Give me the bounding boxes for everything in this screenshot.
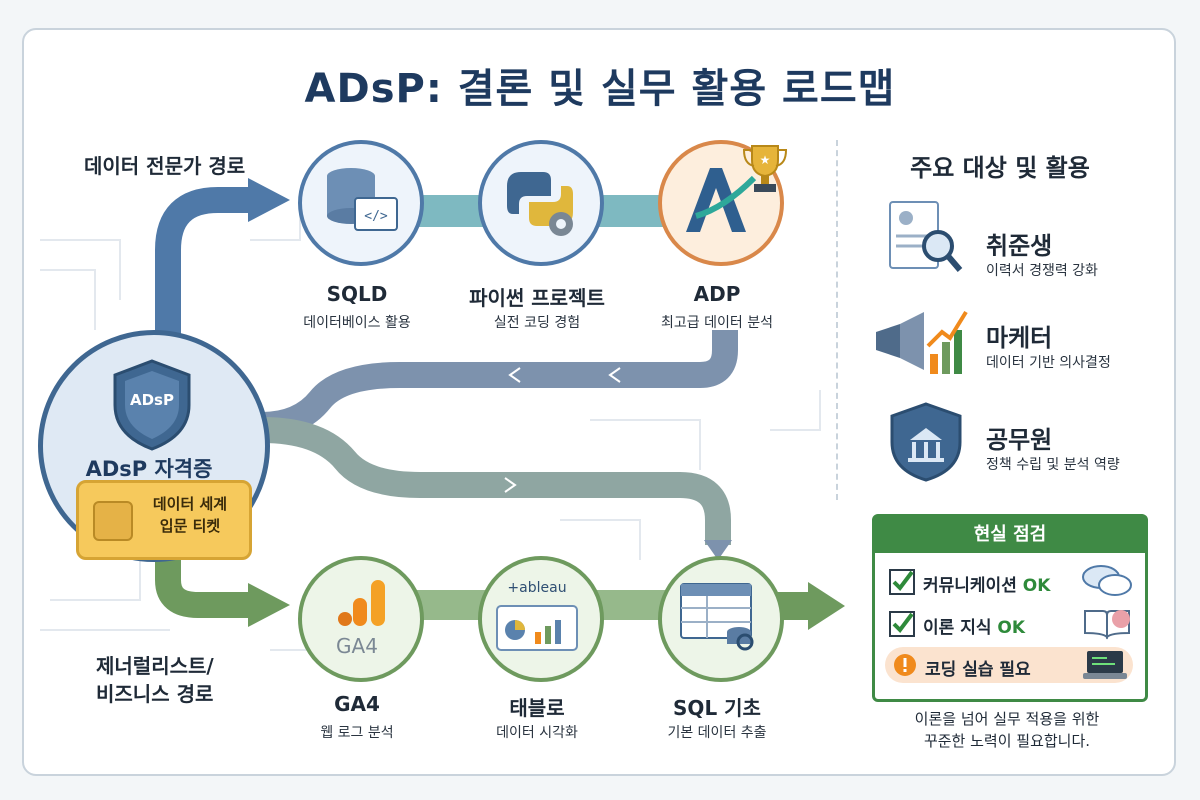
node-adp bbox=[658, 140, 784, 266]
resume-search-icon bbox=[889, 201, 963, 272]
database-code-icon: </> bbox=[327, 168, 398, 231]
entry-ticket: 데이터 세계 입문 티켓 bbox=[76, 480, 252, 560]
return-path bbox=[261, 330, 738, 438]
expert-path-label: 데이터 전문가 경로 bbox=[84, 154, 246, 178]
generalist-path-label-line1: 제너럴리스트/ bbox=[96, 654, 214, 678]
ticket-line-2: 입문 티켓 bbox=[159, 517, 221, 535]
node-title-sql-basics: SQL 기초 bbox=[673, 696, 761, 720]
node-tableau: +ableau bbox=[478, 556, 604, 682]
svg-text:★: ★ bbox=[760, 153, 771, 167]
adsp-title: ADsP 자격증 bbox=[85, 457, 213, 481]
sidebar-heading: 주요 대상 및 활용 bbox=[910, 154, 1090, 182]
audience-title-jobseeker: 취준생 bbox=[986, 232, 1053, 260]
chip-icon bbox=[93, 501, 133, 541]
check-item-communication: 커뮤니케이션 OK bbox=[923, 571, 1050, 596]
reality-check-panel: 현실 점검 커뮤니케이션 OK 이론 지식 OK 코딩 실습 필요 bbox=[872, 514, 1148, 702]
svg-text:</>: </> bbox=[364, 209, 388, 224]
node-sub-sqld: 데이터베이스 활용 bbox=[303, 315, 411, 331]
check-item-status: OK bbox=[1022, 576, 1051, 596]
node-sub-tableau: 데이터 시각화 bbox=[496, 725, 578, 741]
check-item-label: 커뮤니케이션 bbox=[923, 576, 1017, 596]
book-brain-icon bbox=[1084, 610, 1130, 640]
split-path bbox=[261, 417, 731, 545]
closing-line-2: 꾸준한 노력이 필요합니다. bbox=[923, 732, 1091, 750]
ticket-line-1: 데이터 세계 bbox=[152, 495, 228, 513]
node-sub-ga4: 웹 로그 분석 bbox=[320, 725, 394, 741]
python-gear-icon bbox=[507, 172, 573, 236]
check-item-theory: 이론 지식 OK bbox=[923, 613, 1025, 638]
government-shield-icon bbox=[890, 402, 962, 482]
audience-title-marketer: 마케터 bbox=[986, 324, 1053, 352]
warning-icon bbox=[894, 654, 916, 676]
chat-bubbles-icon bbox=[1082, 565, 1132, 596]
audience-sub-jobseeker: 이력서 경쟁력 강화 bbox=[986, 263, 1098, 279]
page-title: ADsP: 결론 및 실무 활용 로드맵 bbox=[304, 66, 896, 112]
audience-title-public-servant: 공무원 bbox=[986, 426, 1053, 454]
closing-line-1: 이론을 넘어 실무 적용을 위한 bbox=[914, 710, 1100, 728]
check-item-coding: 코딩 실습 필요 bbox=[925, 660, 1031, 680]
shield-badge-text: ADsP bbox=[130, 391, 174, 409]
laptop-code-icon bbox=[1083, 651, 1127, 679]
check-item-label: 이론 지식 bbox=[923, 618, 992, 638]
node-sub-python: 실전 코딩 경험 bbox=[493, 315, 581, 331]
expert-path-arrow bbox=[155, 187, 250, 340]
node-title-ga4: GA4 bbox=[334, 692, 380, 716]
node-title-adp: ADP bbox=[693, 282, 741, 306]
check-item-status: OK bbox=[997, 618, 1026, 638]
generalist-path-label-line2: 비즈니스 경로 bbox=[96, 682, 214, 706]
closing-message: 이론을 넘어 실무 적용을 위한 꾸준한 노력이 필요합니다. bbox=[852, 708, 1162, 752]
node-python bbox=[478, 140, 604, 266]
warning-row: 코딩 실습 필요 bbox=[885, 647, 1133, 683]
ga4-icon bbox=[338, 580, 385, 626]
tableau-icon bbox=[496, 605, 578, 651]
reality-check-heading: 현실 점검 bbox=[875, 517, 1145, 553]
table-search-icon bbox=[680, 583, 754, 651]
node-sub-sql-basics: 기본 데이터 추출 bbox=[667, 725, 767, 741]
generalist-path-arrow bbox=[155, 555, 250, 618]
adp-trophy-icon bbox=[686, 168, 757, 232]
node-title-python: 파이썬 프로젝트 bbox=[469, 286, 605, 310]
ga4-icon-text: GA4 bbox=[336, 634, 378, 658]
audience-sub-marketer: 데이터 기반 의사결정 bbox=[986, 355, 1111, 371]
node-ga4: GA4 bbox=[298, 556, 424, 682]
node-title-tableau: 태블로 bbox=[509, 696, 565, 720]
trophy-icon: ★ bbox=[742, 145, 788, 192]
node-sql-basics bbox=[658, 556, 784, 682]
node-sqld: </> bbox=[298, 140, 424, 266]
ticket-text: 데이터 세계 입문 티켓 bbox=[135, 493, 245, 537]
tableau-icon-text: +ableau bbox=[507, 580, 567, 596]
megaphone-chart-icon bbox=[876, 310, 968, 374]
sidebar-divider bbox=[836, 140, 838, 500]
shield-icon bbox=[113, 359, 191, 451]
check-icon bbox=[889, 569, 915, 595]
audience-sub-public-servant: 정책 수립 및 분석 역량 bbox=[986, 457, 1120, 473]
node-sub-adp: 최고급 데이터 분석 bbox=[661, 315, 773, 331]
check-icon bbox=[889, 611, 915, 637]
node-title-sqld: SQLD bbox=[326, 282, 388, 306]
